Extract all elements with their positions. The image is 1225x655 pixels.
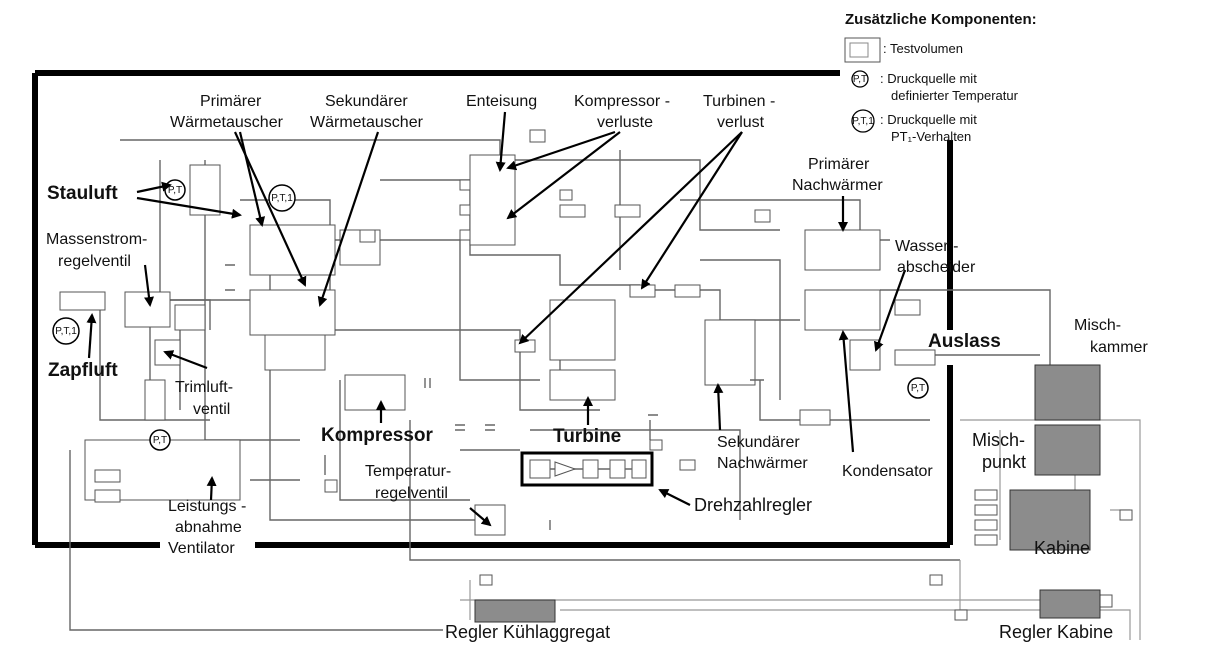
legend-item-pt1-line2: PT₁-Verhalten [891, 129, 972, 144]
label-kompressor-verluste-1: Kompressor - [574, 93, 671, 110]
label-sekundaer-nw-1: Sekundärer [717, 434, 800, 451]
label-massenstrom-2: regelventil [58, 253, 131, 270]
label-stauluft: Stauluft [47, 183, 118, 204]
label-leistung-2: abnahme [175, 519, 242, 536]
annotation-arrows [86, 111, 907, 527]
label-sekundaer-nw-2: Nachwärmer [717, 455, 808, 472]
label-mischkammer-2: kammer [1090, 339, 1148, 356]
block-compressor [344, 374, 406, 411]
label-primaer-wt-1: Primärer [200, 93, 262, 110]
pt1-source-stauluft-icon [268, 184, 296, 212]
block-mfv-out [174, 304, 206, 331]
terminator-marks [225, 264, 764, 431]
label-wasser-2: abscheider [897, 259, 976, 276]
block-auslass [894, 349, 936, 366]
label-primaer-nw-2: Nachwärmer [792, 177, 883, 194]
label-kabine: Kabine [1034, 538, 1091, 558]
svg-text:P,T: P,T [153, 435, 167, 446]
label-mischpunkt-1: Misch- [972, 430, 1025, 450]
label-turbinen-verlust-1: Turbinen - [703, 93, 776, 110]
svg-text:P,T,1: P,T,1 [852, 116, 874, 127]
label-zapfluft: Zapfluft [48, 360, 118, 381]
legend-item-pt-line2: definierter Temperatur [891, 88, 1018, 103]
label-turbinen-verlust-2: verlust [717, 114, 765, 131]
block-primary-hx [249, 224, 336, 276]
legend-symbols: P,T P,T,1 [844, 37, 881, 133]
cooling-unit-frame [32, 70, 953, 548]
legend-pt1-icon [851, 109, 875, 133]
label-kondensator: Kondensator [842, 463, 933, 480]
label-drehzahlregler: Drehzahlregler [694, 495, 813, 515]
label-leistung-1: Leistungs - [168, 498, 247, 515]
block-hx-lower [264, 334, 326, 371]
label-mischkammer-1: Misch- [1074, 317, 1122, 334]
label-primaer-wt-2: Wärmetauscher [170, 114, 283, 131]
label-auslass: Auslass [928, 331, 1001, 352]
label-kompressor-verluste-2: verluste [597, 114, 654, 131]
label-leistung-3: Ventilator [168, 540, 235, 557]
pt-source-auslass-icon [907, 377, 929, 399]
label-massenstrom-1: Massenstrom- [46, 231, 148, 248]
block-turbine-losses [549, 299, 616, 361]
legend-pt-icon [851, 70, 869, 88]
block-mischkammer [1034, 364, 1101, 421]
label-trimluft-2: ventil [193, 401, 231, 418]
block-turbine [549, 369, 616, 401]
label-turbine: Turbine [553, 426, 622, 447]
label-sekundaer-wt-1: Sekundärer [325, 93, 408, 110]
svg-text:P,T: P,T [911, 383, 925, 394]
legend-item-testvolumen: : Testvolumen [883, 41, 963, 56]
label-kompressor: Kompressor [321, 425, 433, 446]
simulink-blocks [59, 129, 1133, 623]
block-mischpunkt [1034, 424, 1101, 476]
block-drehzahlregler [520, 451, 654, 487]
block-primary-reheater [804, 229, 881, 271]
svg-text:P,T,1: P,T,1 [55, 326, 77, 337]
legend-item-pt-line1: : Druckquelle mit [880, 71, 977, 86]
label-mischpunkt-2: punkt [982, 452, 1027, 472]
svg-text:P,T,1: P,T,1 [271, 193, 293, 204]
legend-title: Zusätzliche Komponenten: [845, 11, 1037, 28]
label-trimluft-1: Trimluft- [175, 379, 234, 396]
svg-text:P,T: P,T [853, 74, 867, 85]
pt1-source-zapfluft-icon [52, 317, 80, 345]
block-mass-flow-valve [124, 291, 171, 328]
block-trim-valve [144, 379, 166, 421]
label-regler-kuehlaggregat: Regler Kühlaggregat [443, 622, 613, 642]
label-wasser-1: Wasser - [895, 238, 959, 255]
pt-source-trim-icon [149, 429, 171, 451]
label-temperatur-1: Temperatur- [365, 463, 452, 480]
svg-text:P,T: P,T [168, 185, 182, 196]
legend-item-pt1-line1: : Druckquelle mit [880, 112, 977, 127]
block-condenser [804, 289, 881, 331]
label-enteisung: Enteisung [466, 93, 538, 110]
label-sekundaer-wt-2: Wärmetauscher [310, 114, 423, 131]
block-secondary-reheater [704, 319, 756, 386]
label-primaer-nw-1: Primärer [808, 156, 870, 173]
pressure-sources: P,T P,T,1 P,T,1 P,T P,T [52, 179, 929, 451]
label-regler-kabine: Regler Kabine [997, 622, 1116, 642]
label-temperatur-2: regelventil [375, 485, 448, 502]
block-zapfluft-source [59, 291, 106, 311]
